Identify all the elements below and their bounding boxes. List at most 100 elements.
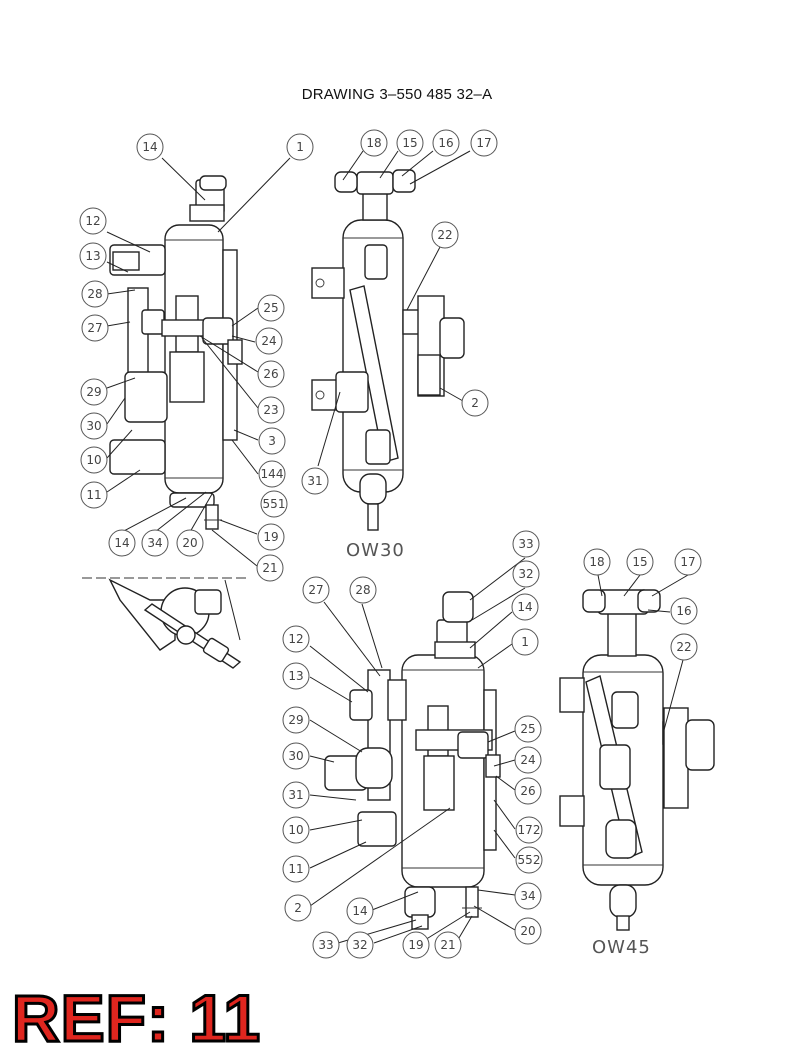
svg-text:552: 552 — [518, 853, 541, 867]
svg-text:14: 14 — [517, 600, 532, 614]
callout: 29 — [282, 706, 310, 734]
svg-text:30: 30 — [86, 419, 101, 433]
svg-text:1: 1 — [521, 635, 529, 649]
callout: 16 — [670, 597, 698, 625]
svg-text:25: 25 — [263, 301, 278, 315]
svg-text:15: 15 — [632, 555, 647, 569]
svg-text:20: 20 — [182, 536, 197, 550]
svg-text:31: 31 — [288, 788, 303, 802]
callout: 21 — [256, 554, 284, 582]
callout: 13 — [79, 242, 107, 270]
svg-text:33: 33 — [518, 537, 533, 551]
svg-text:23: 23 — [263, 403, 278, 417]
svg-text:19: 19 — [408, 938, 423, 952]
callout: 28 — [81, 280, 109, 308]
svg-text:27: 27 — [308, 583, 323, 597]
svg-text:13: 13 — [85, 249, 100, 263]
model-label-ow30: OW30 — [346, 540, 405, 561]
callout: 31 — [301, 467, 329, 495]
svg-text:15: 15 — [402, 136, 417, 150]
svg-text:24: 24 — [261, 334, 276, 348]
drawing-title: DRAWING 3–550 485 32–A — [301, 86, 493, 103]
svg-text:22: 22 — [676, 640, 691, 654]
model-label-ow45: OW45 — [592, 937, 651, 958]
callout: 14 — [136, 133, 164, 161]
svg-text:20: 20 — [520, 924, 535, 938]
callout: 144 — [258, 460, 286, 488]
svg-text:3: 3 — [268, 434, 276, 448]
callout: 29 — [80, 378, 108, 406]
callout: 18 — [583, 548, 611, 576]
callout: 24 — [255, 327, 283, 355]
callout: 18 — [360, 129, 388, 157]
callout: 26 — [514, 777, 542, 805]
assembly-bottom-middle — [324, 591, 501, 930]
leader-lines — [106, 150, 689, 944]
callout: 172 — [515, 816, 543, 844]
callout-bubbles: 14 1 12 13 28 27 25 24 26 29 23 30 3 10 … — [79, 129, 702, 959]
callout: 13 — [282, 662, 310, 690]
svg-text:17: 17 — [680, 555, 695, 569]
svg-text:28: 28 — [87, 287, 102, 301]
svg-text:19: 19 — [263, 530, 278, 544]
callout: 22 — [431, 221, 459, 249]
callout: 11 — [80, 481, 108, 509]
svg-text:14: 14 — [142, 140, 157, 154]
callout: 27 — [81, 314, 109, 342]
callout: 24 — [514, 746, 542, 774]
svg-text:30: 30 — [288, 749, 303, 763]
callout: 22 — [670, 633, 698, 661]
callout: 19 — [402, 931, 430, 959]
callout: 1 — [511, 628, 539, 656]
svg-text:16: 16 — [676, 604, 691, 618]
svg-text:14: 14 — [352, 904, 367, 918]
svg-text:11: 11 — [86, 488, 101, 502]
svg-text:33: 33 — [318, 938, 333, 952]
callout: 20 — [176, 529, 204, 557]
callout: 2 — [284, 894, 312, 922]
callout: 10 — [282, 816, 310, 844]
svg-text:10: 10 — [86, 453, 101, 467]
callout: 25 — [514, 715, 542, 743]
callout: 34 — [141, 529, 169, 557]
callout: 14 — [108, 529, 136, 557]
callout: 30 — [282, 742, 310, 770]
assembly-bottom-right: OW45 — [559, 589, 715, 958]
callout: 28 — [349, 576, 377, 604]
callout: 10 — [80, 446, 108, 474]
callout: 14 — [511, 593, 539, 621]
callout: 15 — [396, 129, 424, 157]
svg-text:1: 1 — [296, 140, 304, 154]
callout: 551 — [260, 490, 288, 518]
assembly-top-middle: OW30 — [311, 169, 465, 561]
callout: 17 — [470, 129, 498, 157]
callout: 12 — [79, 207, 107, 235]
callout: 34 — [514, 882, 542, 910]
callout: 23 — [257, 396, 285, 424]
callout: 26 — [257, 360, 285, 388]
callout: 3 — [258, 427, 286, 455]
svg-text:21: 21 — [440, 938, 455, 952]
svg-text:34: 34 — [147, 536, 162, 550]
svg-text:13: 13 — [288, 669, 303, 683]
callout: 27 — [302, 576, 330, 604]
callout: 2 — [461, 389, 489, 417]
svg-text:24: 24 — [520, 753, 535, 767]
callout: 11 — [282, 855, 310, 883]
svg-text:29: 29 — [86, 385, 101, 399]
svg-text:14: 14 — [114, 536, 129, 550]
callout: 30 — [80, 412, 108, 440]
svg-text:18: 18 — [589, 555, 604, 569]
assembly-partial-view — [82, 577, 250, 669]
callout: 16 — [432, 129, 460, 157]
callout: 31 — [282, 781, 310, 809]
svg-text:11: 11 — [288, 862, 303, 876]
svg-text:29: 29 — [288, 713, 303, 727]
svg-text:172: 172 — [518, 823, 541, 837]
svg-text:18: 18 — [366, 136, 381, 150]
callout: 15 — [626, 548, 654, 576]
svg-text:27: 27 — [87, 321, 102, 335]
callout: 25 — [257, 294, 285, 322]
svg-text:26: 26 — [520, 784, 535, 798]
